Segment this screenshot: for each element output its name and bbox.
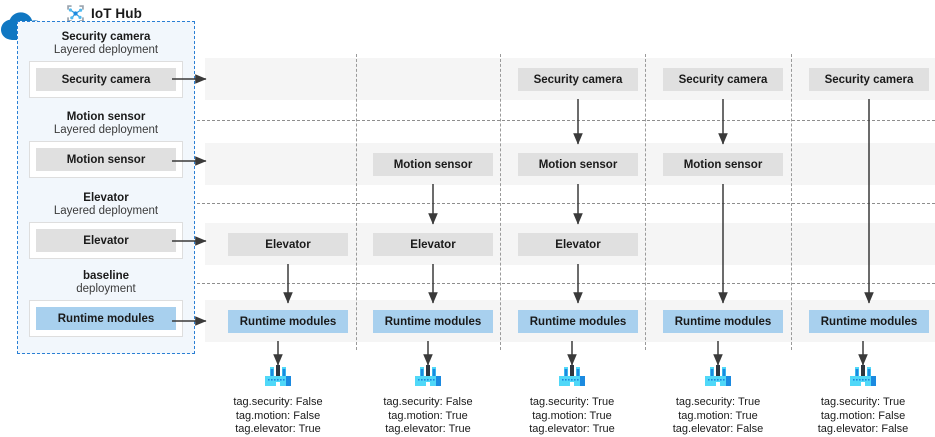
deployment-group-baseline[interactable]: baseline deployment Runtime modules [17, 270, 195, 337]
group-module-box[interactable]: Elevator [36, 229, 176, 252]
tag-motion: tag.motion: False [235, 409, 321, 422]
cell-security-camera-col4[interactable]: Security camera [663, 68, 783, 91]
cell-security-camera-col3[interactable]: Security camera [518, 68, 638, 91]
group-module-box[interactable]: Runtime modules [36, 307, 176, 330]
cell-runtime-modules-col4[interactable]: Runtime modules [663, 310, 783, 333]
group-title: Security camera [61, 31, 151, 43]
factory-icon [850, 365, 876, 386]
deployment-group-elevator[interactable]: Elevator Layered deployment Elevator [17, 192, 195, 259]
device-tags-col5: tag.security: True tag.motion: False tag… [778, 396, 935, 437]
tag-security: tag.security: False [383, 396, 473, 408]
device-tags-col3: tag.security: True tag.motion: True tag.… [487, 396, 657, 437]
cell-runtime-modules-col3[interactable]: Runtime modules [518, 310, 638, 333]
device-tags-col1: tag.security: False tag.motion: False ta… [193, 396, 363, 437]
tag-security: tag.security: False [233, 396, 323, 408]
tag-security: tag.security: True [820, 396, 906, 408]
tag-security: tag.security: True [675, 396, 761, 408]
row-separator [197, 203, 935, 204]
group-card: Runtime modules [29, 300, 183, 337]
group-subtitle: Layered deployment [53, 205, 159, 217]
group-module-box[interactable]: Security camera [36, 68, 176, 91]
deployment-group-motion-sensor[interactable]: Motion sensor Layered deployment Motion … [17, 111, 195, 178]
cell-motion-sensor-col4[interactable]: Motion sensor [663, 153, 783, 176]
deployment-group-security-camera[interactable]: Security camera Layered deployment Secur… [17, 31, 195, 98]
group-card: Motion sensor [29, 141, 183, 178]
group-title: Elevator [83, 192, 129, 204]
group-module-box[interactable]: Motion sensor [36, 148, 176, 171]
group-title: baseline [82, 270, 130, 282]
group-subtitle: deployment [76, 283, 136, 295]
tag-motion: tag.motion: True [678, 409, 758, 422]
factory-icon [415, 365, 441, 386]
column-separator [645, 54, 646, 350]
iot-hub-header: IoT Hub [66, 2, 196, 24]
group-title: Motion sensor [66, 111, 146, 123]
tag-elevator: tag.elevator: True [235, 423, 321, 435]
cell-motion-sensor-col2[interactable]: Motion sensor [373, 153, 493, 176]
group-subtitle: Layered deployment [53, 44, 159, 56]
group-subtitle: Layered deployment [53, 124, 159, 136]
group-card: Security camera [29, 61, 183, 98]
tag-motion: tag.motion: True [388, 409, 468, 422]
iot-hub-icon [67, 4, 84, 22]
factory-icon [559, 365, 585, 386]
cell-elevator-col1[interactable]: Elevator [228, 233, 348, 256]
tag-elevator: tag.elevator: True [529, 423, 615, 435]
deployment-matrix: Security camera Security camera Security… [197, 50, 935, 350]
column-separator [500, 54, 501, 350]
tag-elevator: tag.elevator: True [385, 423, 471, 435]
factory-icon [705, 365, 731, 386]
tag-security: tag.security: True [529, 396, 615, 408]
tag-elevator: tag.elevator: False [817, 423, 909, 435]
tag-elevator: tag.elevator: False [672, 423, 764, 435]
cell-motion-sensor-col3[interactable]: Motion sensor [518, 153, 638, 176]
cell-runtime-modules-col5[interactable]: Runtime modules [809, 310, 929, 333]
cell-runtime-modules-col1[interactable]: Runtime modules [228, 310, 348, 333]
cell-elevator-col2[interactable]: Elevator [373, 233, 493, 256]
column-separator [791, 54, 792, 350]
tag-motion: tag.motion: False [820, 409, 906, 422]
row-separator [197, 120, 935, 121]
cell-runtime-modules-col2[interactable]: Runtime modules [373, 310, 493, 333]
row-separator [197, 283, 935, 284]
group-card: Elevator [29, 222, 183, 259]
factory-icon [265, 365, 291, 386]
device-tags-col4: tag.security: True tag.motion: True tag.… [633, 396, 803, 437]
column-separator [356, 54, 357, 350]
device-tags-col2: tag.security: False tag.motion: True tag… [343, 396, 513, 437]
cell-security-camera-col5[interactable]: Security camera [809, 68, 929, 91]
tag-motion: tag.motion: True [532, 409, 612, 422]
iot-hub-title: IoT Hub [91, 5, 142, 21]
cell-elevator-col3[interactable]: Elevator [518, 233, 638, 256]
